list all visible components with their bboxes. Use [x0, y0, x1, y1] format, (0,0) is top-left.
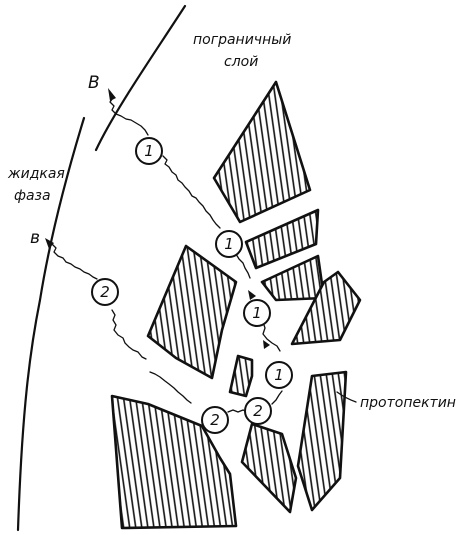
svg-text:1: 1	[252, 304, 262, 322]
boundary-arc-inner	[16, 116, 86, 532]
arrowhead-mid-2	[263, 340, 270, 349]
particle-bottom-left	[110, 394, 238, 530]
label-protopectin: протопектин	[360, 395, 456, 411]
svg-text:2: 2	[210, 411, 220, 429]
svg-text:1: 1	[274, 366, 284, 384]
arrowhead-lower	[45, 238, 54, 249]
svg-text:1: 1	[144, 142, 154, 160]
marker-1-d: 1	[265, 361, 293, 389]
svg-text:1: 1	[224, 235, 234, 253]
path-markers: 1 1 1 1 2 2 2	[91, 137, 293, 434]
marker-1-a: 1	[135, 137, 163, 165]
particle-center	[228, 354, 254, 398]
marker-1-c: 1	[243, 299, 271, 327]
diffusion-path-lower	[51, 243, 283, 413]
marker-2-a: 2	[91, 278, 119, 306]
marker-2-b: 2	[201, 406, 229, 434]
particle-bottom-right	[296, 370, 348, 512]
marker-2-c: 2	[244, 397, 272, 425]
particle-bottom-middle	[240, 422, 298, 514]
arrowhead-mid-1	[248, 290, 256, 300]
arrowhead-upper	[108, 88, 116, 101]
boundary-arc-outer	[94, 4, 187, 152]
svg-text:2: 2	[100, 283, 110, 301]
svg-text:2: 2	[253, 402, 263, 420]
label-boundary-layer-2: слой	[224, 54, 258, 70]
protopectin-particles	[110, 80, 362, 530]
particle-left-large	[146, 244, 238, 380]
label-liquid-phase-1: жидкая	[7, 166, 65, 182]
label-path-upper: B	[88, 73, 100, 93]
protopectin-leader-line	[336, 391, 357, 403]
label-boundary-layer-1: пограничный	[193, 32, 291, 48]
particle-right	[290, 270, 362, 346]
diffusion-path-upper	[109, 93, 281, 352]
label-path-lower: в	[30, 228, 40, 248]
marker-1-b: 1	[215, 230, 243, 258]
label-liquid-phase-2: фаза	[14, 188, 51, 204]
particle-upper-1	[212, 80, 312, 224]
particle-upper-2	[244, 208, 320, 270]
